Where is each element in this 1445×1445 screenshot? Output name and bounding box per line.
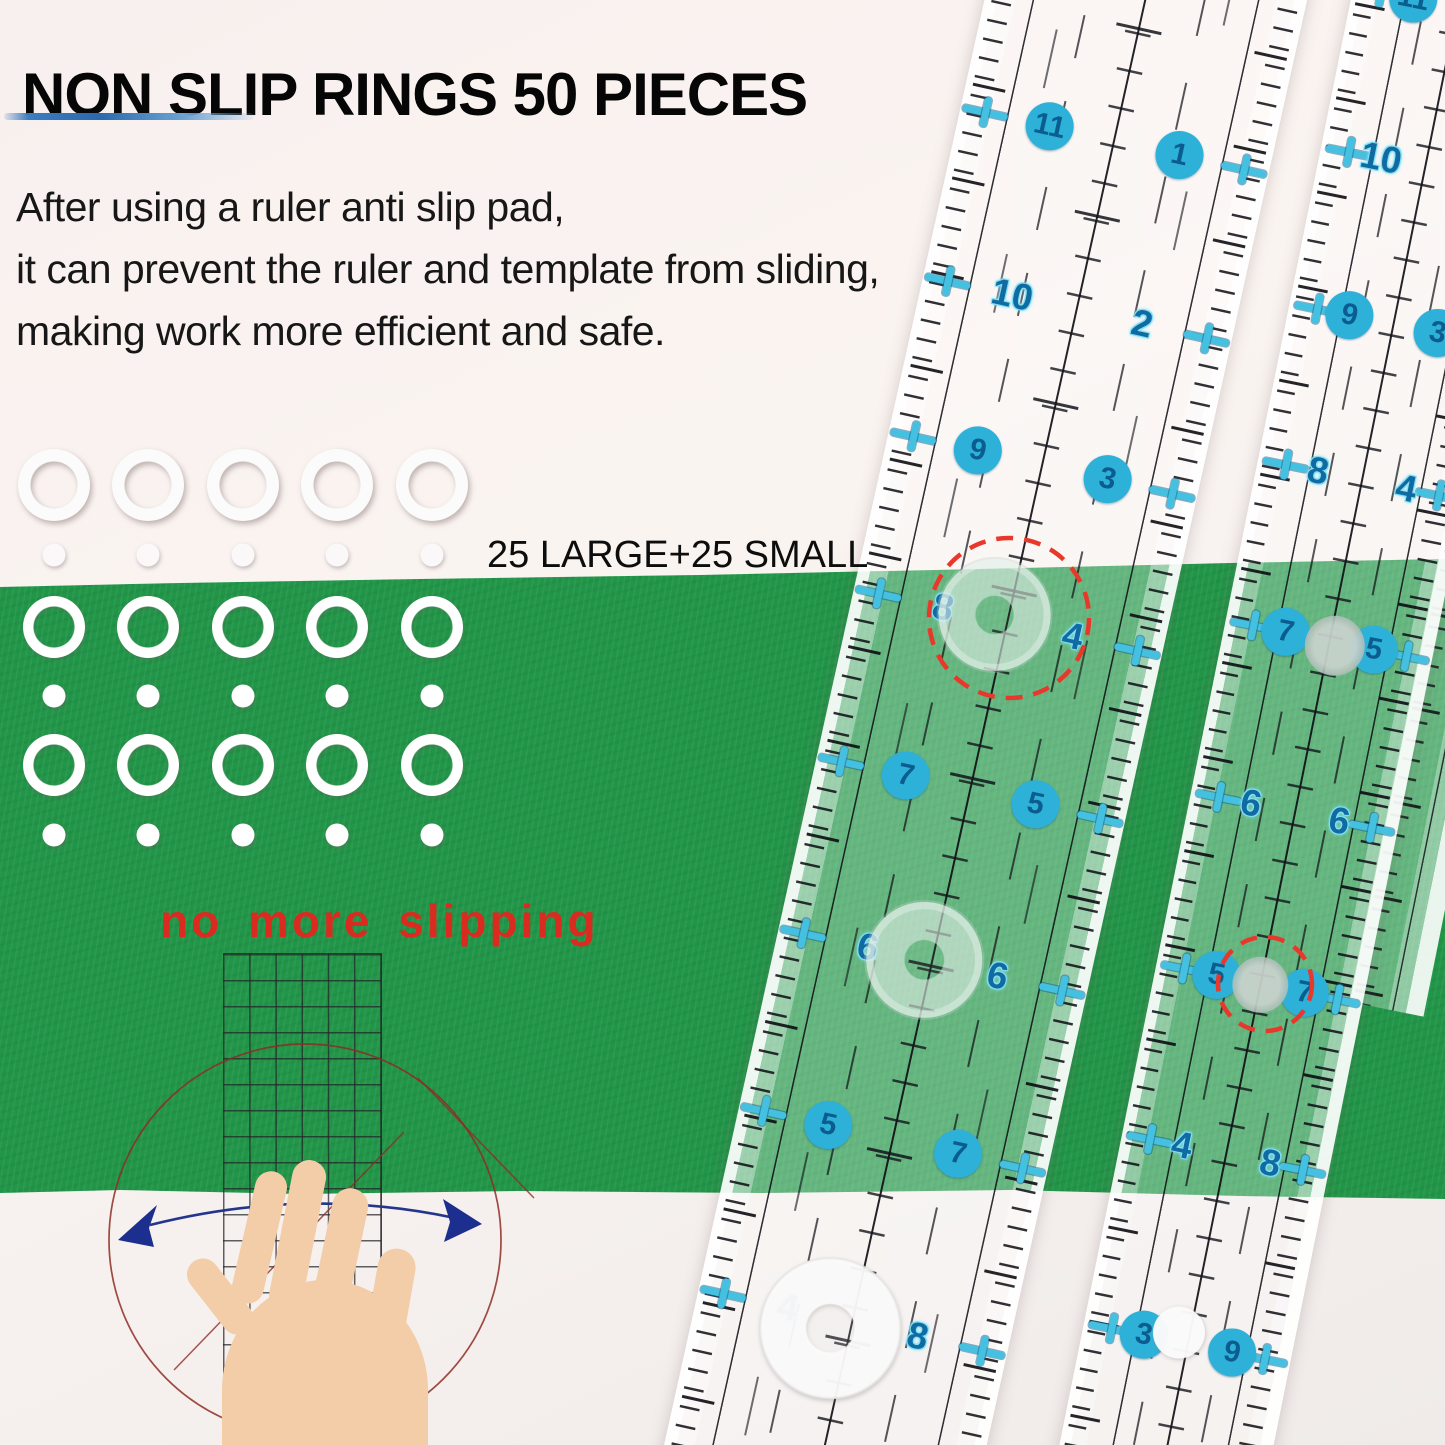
ruler-cross-mark	[1124, 1120, 1175, 1159]
ruler-cross-mark	[698, 1274, 749, 1313]
arrow-right-icon	[443, 1199, 482, 1242]
non-slip-ring-large	[18, 449, 90, 521]
ruler-number: 8	[903, 1313, 933, 1359]
ruler-number: 11	[1021, 97, 1079, 155]
ruler-number: 9	[949, 421, 1007, 480]
ruler-cross-mark	[1218, 150, 1269, 189]
ruler-cross-mark	[888, 416, 939, 455]
slogan-label: no more slipping	[160, 895, 599, 947]
ruler-cross-mark	[1346, 808, 1397, 847]
palm-base	[222, 1390, 428, 1445]
anti-slip-pad	[852, 888, 996, 1032]
non-slip-ring-small	[420, 823, 444, 847]
non-slip-ring-large	[117, 596, 179, 658]
finger	[231, 1171, 288, 1304]
ruler-number: 7	[877, 746, 935, 805]
size-note-label: 25 LARGE+25 SMALL	[487, 534, 869, 576]
ruler-number: 4	[1058, 613, 1088, 659]
ruler-cross-mark	[1260, 445, 1311, 484]
ruler-cross-mark	[1074, 799, 1125, 838]
ruler-cross-mark	[816, 742, 867, 781]
hand-illustration	[186, 1160, 428, 1445]
non-slip-ring-large	[23, 734, 85, 796]
ruler-number: 3	[1409, 304, 1445, 362]
ruler-cross-mark	[956, 1331, 1007, 1370]
non-slip-ring-small	[231, 684, 255, 708]
ruler-number: 6	[983, 953, 1013, 998]
ruler-number: 3	[1079, 450, 1137, 508]
non-slip-ring-large	[212, 734, 274, 796]
non-slip-ring-large	[306, 596, 368, 658]
ruler-number: 1	[1150, 126, 1209, 184]
template-diagonal-line	[417, 1077, 535, 1199]
ruler-number: 10	[1356, 133, 1406, 183]
ruler-cross-mark	[960, 92, 1011, 131]
ruler-number: 2	[1127, 301, 1157, 346]
non-slip-ring-small	[42, 684, 66, 708]
finger	[268, 1160, 327, 1313]
non-slip-ring-large	[207, 449, 279, 521]
non-slip-ring-small	[136, 684, 160, 708]
non-slip-ring-small	[231, 543, 255, 567]
anti-slip-pad	[925, 545, 1064, 685]
non-slip-ring-small	[420, 543, 444, 567]
non-slip-ring-large	[112, 449, 184, 521]
non-slip-ring-small	[325, 684, 349, 708]
anti-slip-pad	[1299, 610, 1371, 682]
non-slip-ring-large	[117, 734, 179, 796]
ruler-number: 5	[1006, 775, 1065, 833]
non-slip-ring-small	[420, 684, 444, 708]
non-slip-ring-large	[301, 449, 373, 521]
ruler-cross-mark	[1112, 631, 1163, 670]
ruler-cross-mark	[738, 1091, 789, 1130]
non-slip-ring-small	[325, 823, 349, 847]
non-slip-ring-small	[42, 543, 66, 567]
ruler-number: 5	[799, 1096, 857, 1154]
thumb	[186, 1258, 254, 1335]
non-slip-ring-small	[136, 543, 160, 567]
ruler-number: 9	[1203, 1324, 1261, 1381]
non-slip-ring-large	[212, 596, 274, 658]
non-slip-ring-small	[42, 823, 66, 847]
non-slip-ring-large	[396, 449, 468, 521]
non-slip-ring-large	[401, 596, 463, 658]
anti-slip-pad	[745, 1243, 915, 1413]
ruler-cross-mark	[853, 574, 904, 613]
ruler-cross-mark	[1181, 319, 1232, 358]
ruler-cross-mark	[1146, 474, 1197, 513]
ruler-cross-mark	[1193, 778, 1244, 817]
arrow-left-icon	[118, 1205, 157, 1247]
ruler-cross-mark	[1277, 1151, 1328, 1190]
non-slip-ring-small	[231, 823, 255, 847]
ruler-cross-mark	[1036, 971, 1087, 1010]
non-slip-ring-small	[136, 823, 160, 847]
ruler-number: 11	[1385, 0, 1442, 27]
ruler-number: 7	[929, 1125, 987, 1183]
non-slip-ring-large	[23, 596, 85, 658]
ruler-cross-mark	[922, 261, 973, 300]
ruler-number: 10	[987, 270, 1037, 320]
non-slip-ring-small	[325, 543, 349, 567]
ruler-cross-mark	[997, 1148, 1048, 1187]
non-slip-ring-large	[306, 734, 368, 796]
ruler-cross-mark	[777, 913, 828, 952]
non-slip-ring-large	[401, 734, 463, 796]
